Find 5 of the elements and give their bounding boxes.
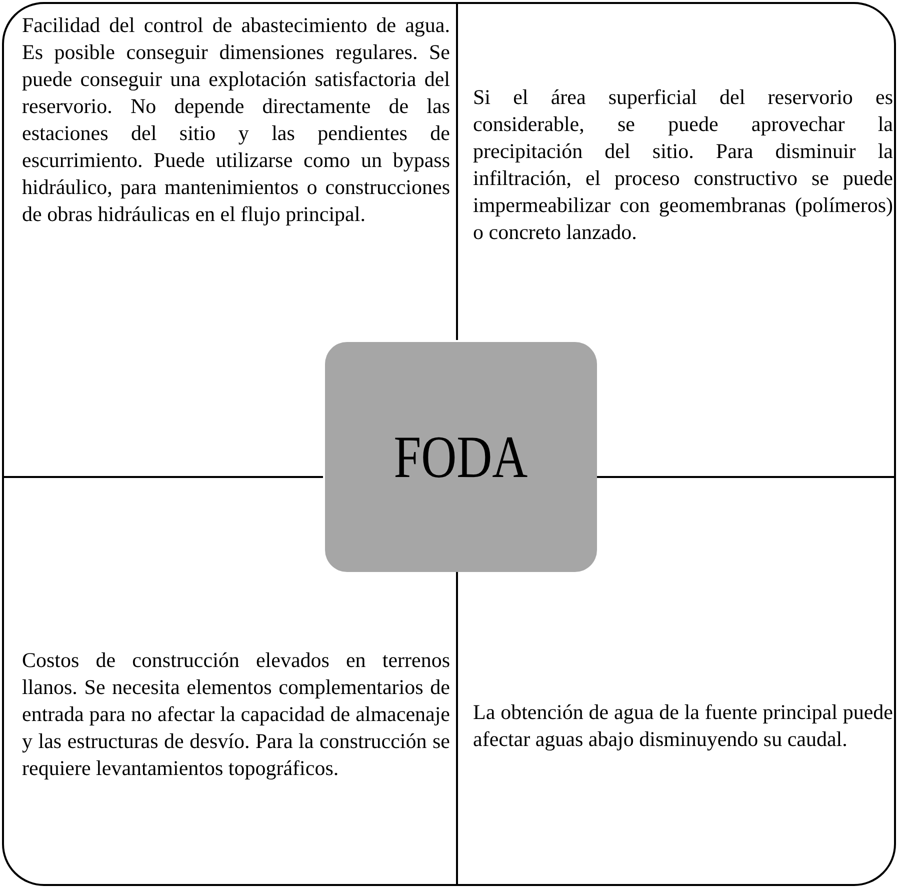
quadrant-text: La obtención de agua de la fuente principal puede afectar aguas abajo disminuyendo su caudal. <box>473 699 893 753</box>
quadrant-text: Si el área superficial del reservorio es considerable, se puede aprovechar la precipitación del sitio. Para disminuir la infiltración, el proceso constructivo se puede impermeabilizar con geomembranas (polímeros) o concreto lanzado. <box>473 84 893 246</box>
quadrant-text: Facilidad del control de abastecimiento de agua. Es posible conseguir dimensiones regulares. Se puede conseguir una explotación satisfactoria del reservorio. No depende directamente de las estaciones del sitio y las pendientes de escurrimiento. Puede utilizarse como un bypass hidráulico, para mantenimientos o construcciones de obras hidráulicas en el flujo principal. <box>22 12 450 228</box>
quadrant-text: Costos de construcción elevados en terrenos llanos. Se necesita elementos complementarios de entrada para no afectar la capacidad de almacenaje y las estructuras de desvío. Para la construcción se requiere levantamientos topográficos. <box>22 647 450 782</box>
center-heading-box: FODA <box>325 342 597 572</box>
